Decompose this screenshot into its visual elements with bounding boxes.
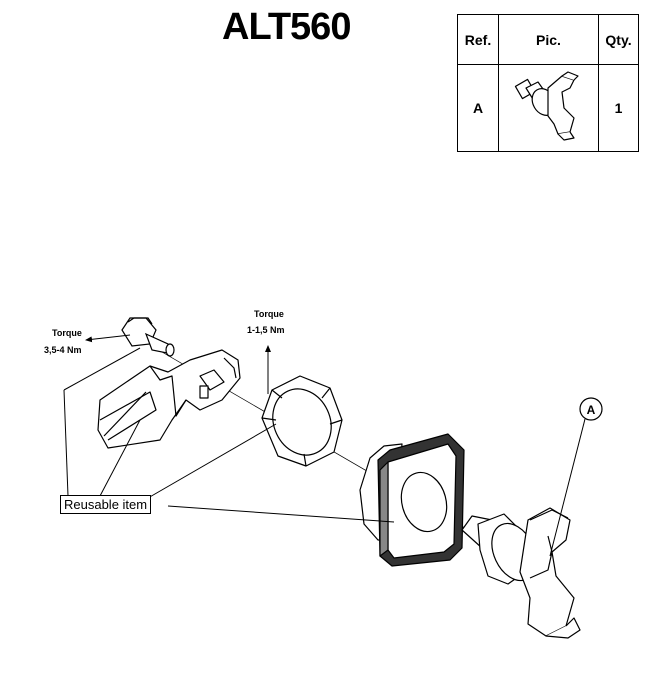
callout-a-label: A [587,403,596,417]
torque-right-label-2: 1-1,5 Nm [247,325,285,335]
parts-table: Ref. Pic. Qty. A 1 [457,14,639,152]
torque-left-label-2: 3,5-4 Nm [44,345,82,355]
hex-nut-part [261,375,343,467]
reusable-item-label: Reusable item [60,495,152,514]
table-row: A 1 [457,64,639,152]
parts-table-header: Ref. Pic. Qty. [457,14,639,65]
callout-a-leader [549,418,586,557]
housing-part [359,433,465,567]
t-handle-part [461,507,581,639]
header-ref: Ref. [457,14,499,65]
header-qty: Qty. [598,14,639,65]
cam-lever-part [97,349,241,449]
torque-right-label-1: Torque [254,309,284,319]
screw-part [121,317,175,357]
callout-a-circle [579,397,603,421]
torque-arrow-left [85,334,131,343]
row-pic [498,64,599,152]
row-ref: A [457,64,499,152]
torque-left-label-1: Torque [52,328,82,338]
drawing-title: ALT560 [222,6,351,48]
row-qty: 1 [598,64,639,152]
reusable-leaders [63,347,395,523]
t-handle-icon [514,70,579,141]
header-pic: Pic. [498,14,599,65]
